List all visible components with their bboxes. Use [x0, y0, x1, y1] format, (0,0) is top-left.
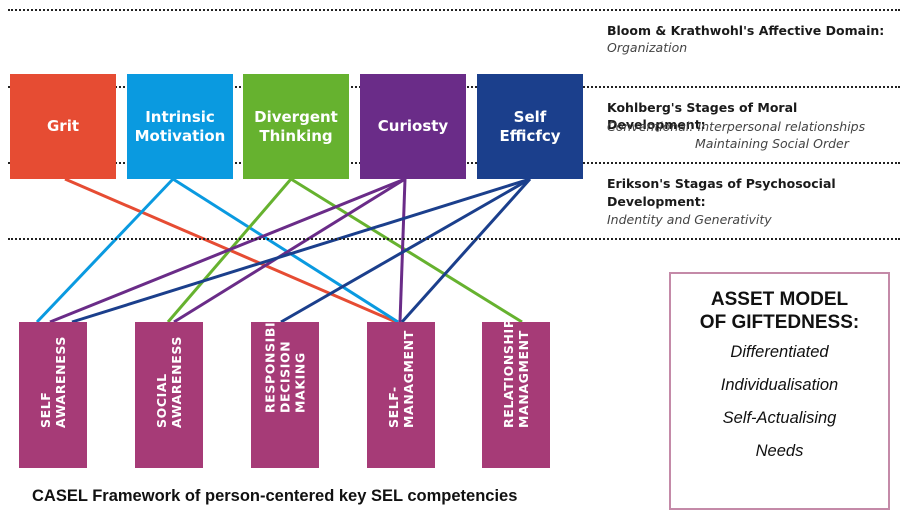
trait-intrinsic-motivation: Intrinsic Motivation	[127, 74, 233, 179]
bloom-heading: Bloom & Krathwohl's Affective Domain:	[607, 23, 885, 38]
asset-item: Differentiated	[730, 343, 829, 361]
connection-self-efficacy-to-self-management	[400, 177, 532, 324]
erikson-heading-1: Erikson's Stagas of Psychosocial	[607, 176, 836, 191]
competency-self-awareness: SELF AWARENESS	[19, 322, 87, 468]
competency-label: SELF AWARENESS	[38, 335, 68, 428]
kohlberg-sub-2: Maintaining Social Order	[695, 136, 849, 151]
connection-intrinsic-motivation-to-self-management	[172, 177, 399, 324]
connection-curiosity-to-self-awareness	[49, 177, 406, 324]
divider-bloom-top	[8, 9, 900, 11]
asset-model-title: ASSET MODEL OF GIFTEDNESS:	[671, 288, 888, 334]
casel-caption: CASEL Framework of person-centered key S…	[32, 487, 518, 505]
asset-model-title-line-2: OF GIFTEDNESS:	[699, 312, 860, 333]
asset-model-title-line-1: ASSET MODEL	[710, 289, 849, 310]
connection-self-efficacy-to-responsible-decision-making	[280, 177, 531, 324]
trait-label: Self Efficfcy	[499, 107, 561, 145]
trait-label: Grit	[46, 117, 80, 135]
bloom-sub: Organization	[607, 40, 688, 55]
kohlberg-sub-1: Conventional: Interpersonal relationship…	[607, 119, 866, 134]
erikson-sub: Indentity and Generativity	[607, 212, 772, 227]
connection-intrinsic-motivation-to-self-awareness	[35, 177, 175, 324]
divider-erikson-bottom	[8, 238, 900, 240]
connection-curiosity-to-social-awareness	[173, 177, 406, 324]
trait-label: Curiosty	[377, 117, 449, 135]
asset-item: Individualisation	[720, 376, 839, 394]
competency-responsible-decision-making: RESPONSIBILE DECISION MAKING	[251, 304, 319, 468]
competency-social-awareness: SOCIAL AWARENESS	[135, 322, 203, 468]
connection-self-efficacy-to-self-awareness	[71, 177, 531, 324]
competency-relationship-management: RELATIONSHIP MANAGMENT	[482, 318, 550, 468]
erikson-heading-2: Development:	[607, 194, 706, 209]
competency-label: SELF- MANAGMENT	[386, 330, 416, 428]
trait-label: Intrinsic Motivation	[134, 107, 226, 145]
competency-label: SOCIAL AWARENESS	[154, 335, 184, 428]
competency-self-management: SELF- MANAGMENT	[367, 322, 435, 468]
trait-divergent-thinking: Divergent Thinking	[243, 74, 349, 179]
asset-item: Self-Actualising	[722, 409, 837, 427]
trait-self-efficacy: Self Efficfcy	[477, 74, 583, 179]
competency-label: RESPONSIBILE DECISION MAKING	[262, 304, 308, 413]
trait-grit: Grit	[10, 74, 116, 179]
asset-model-panel: ASSET MODEL OF GIFTEDNESS: Differentiate…	[669, 272, 890, 510]
trait-label: Divergent Thinking	[254, 107, 338, 145]
kohlberg-heading: Kohlberg's Stages of Moral Development:	[607, 100, 798, 132]
asset-item: Needs	[755, 442, 804, 460]
trait-curiosity: Curiosty	[360, 74, 466, 179]
competency-label: RELATIONSHIP MANAGMENT	[501, 318, 531, 428]
